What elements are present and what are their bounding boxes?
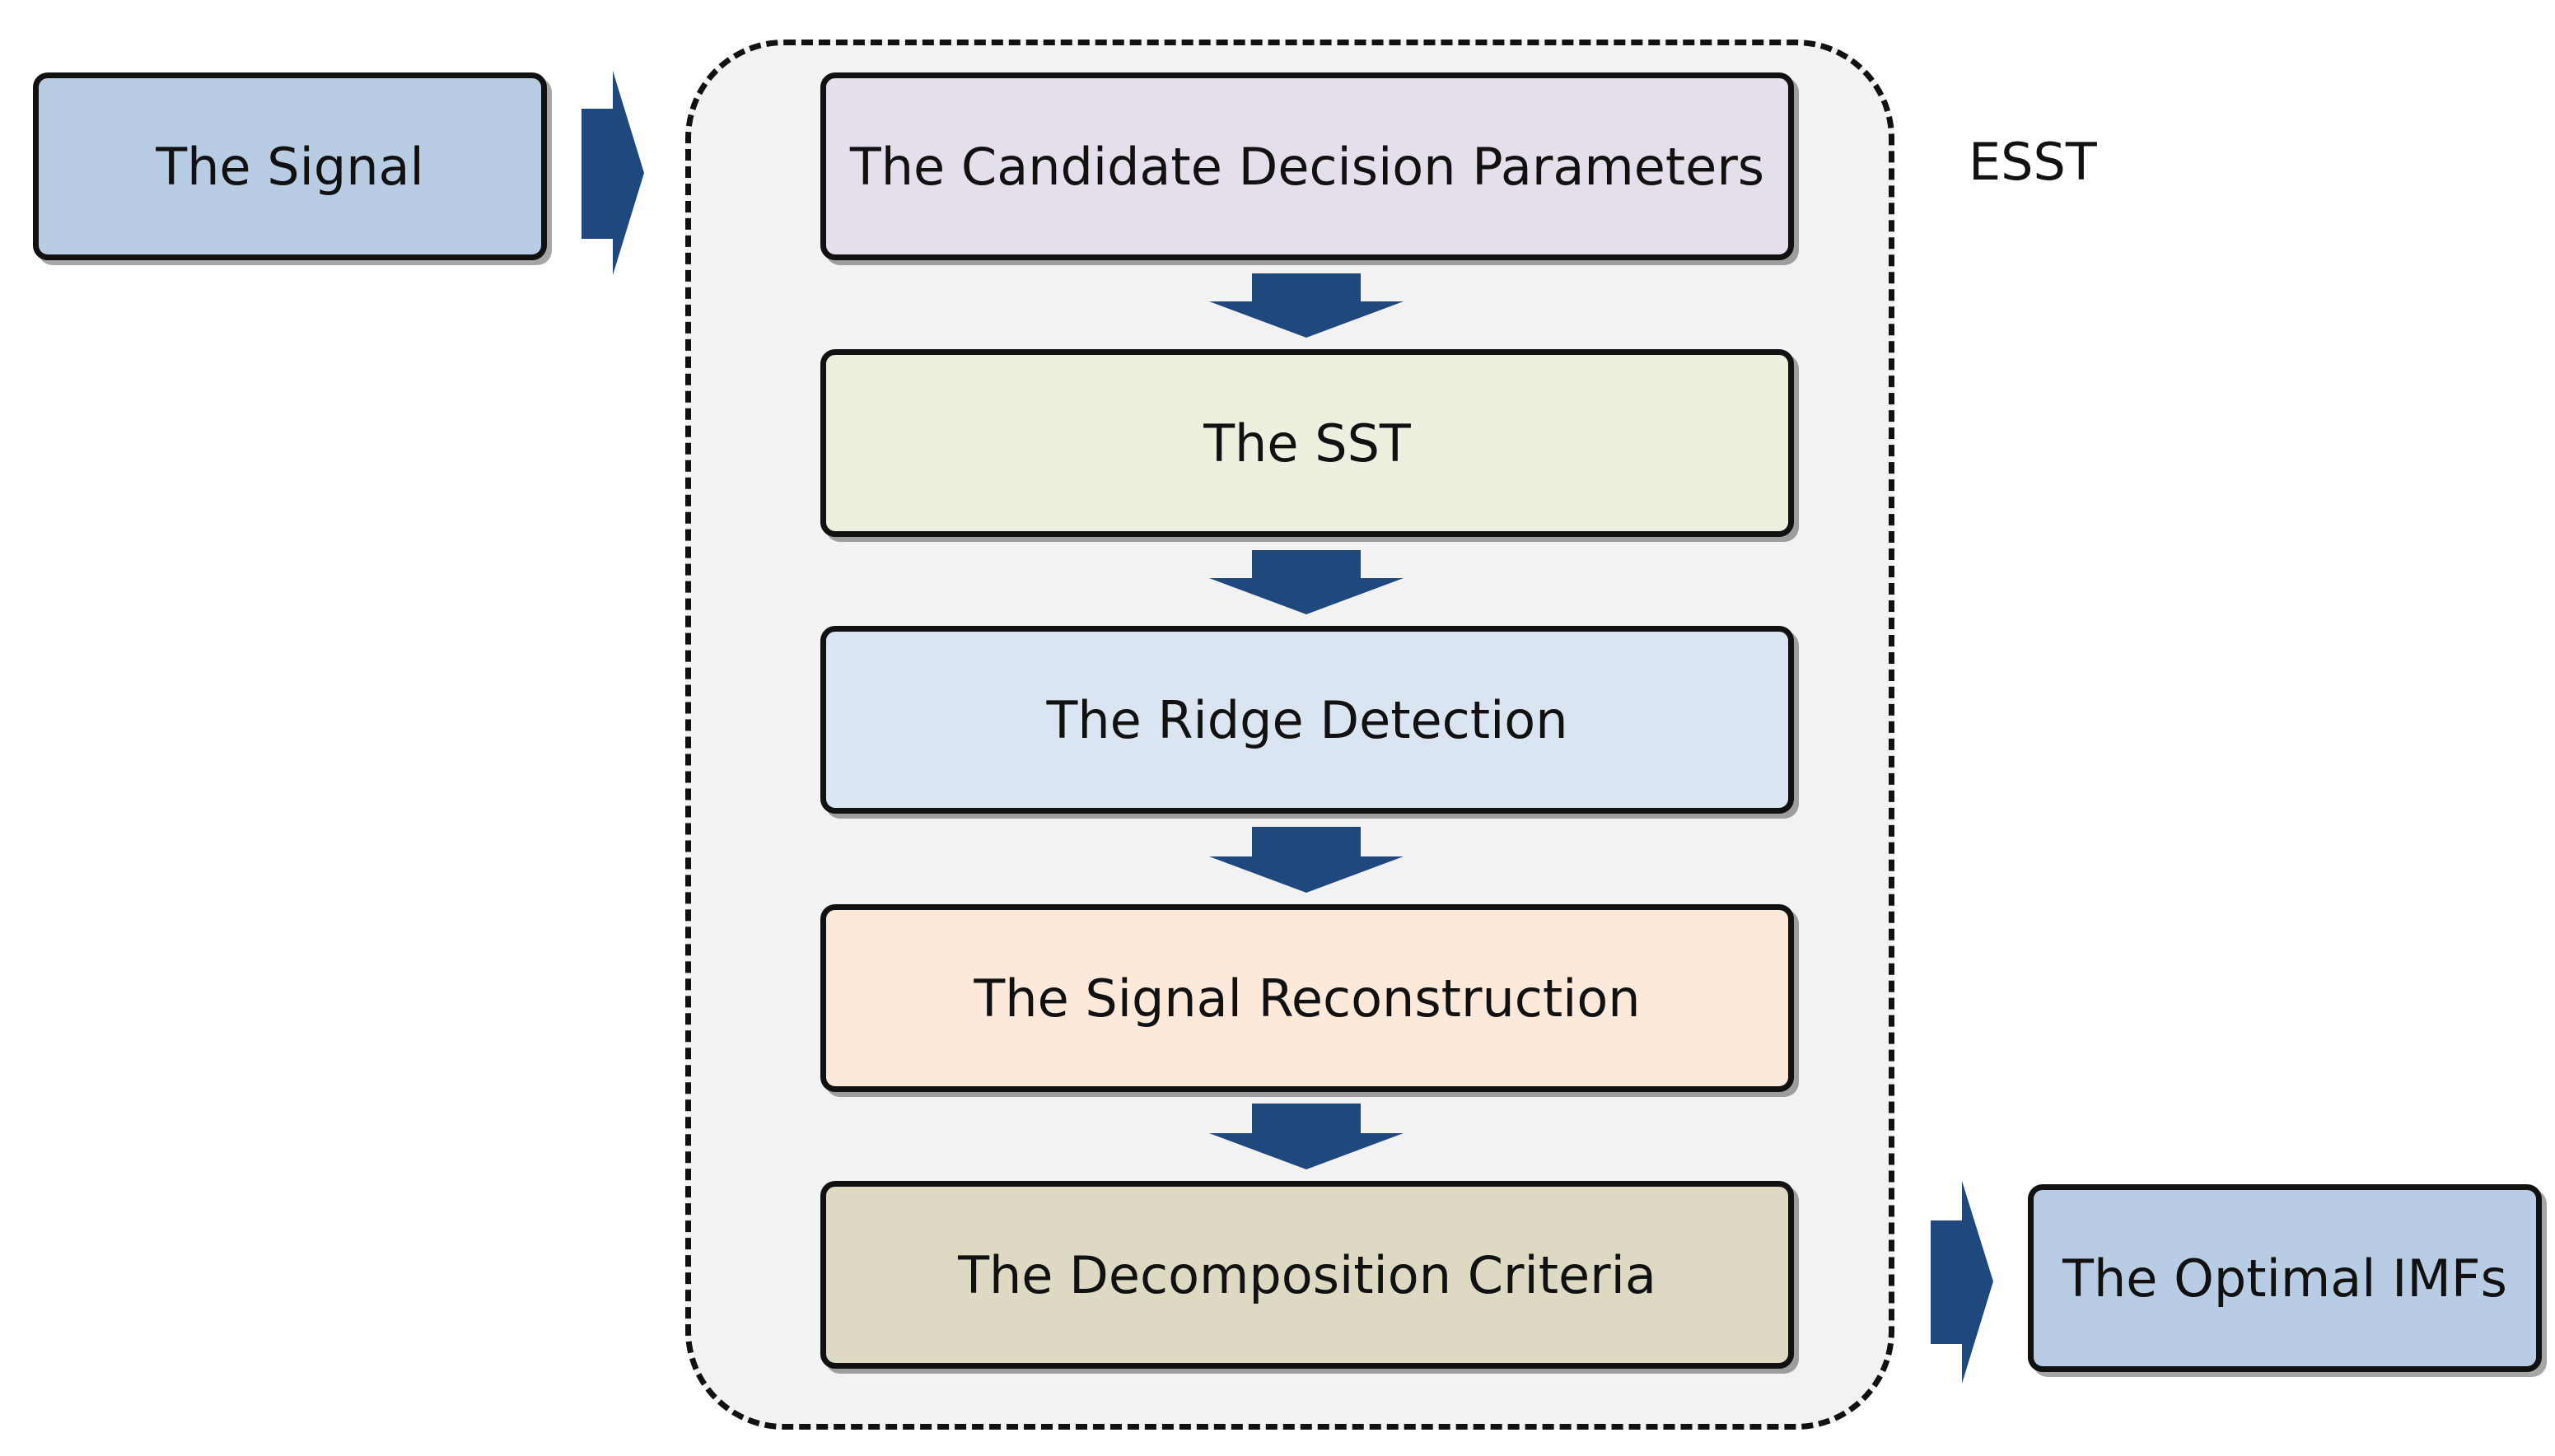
step-label: The SST <box>1203 413 1411 474</box>
output-optimal-imfs-box: The Optimal IMFs <box>2028 1184 2542 1372</box>
esst-label: ESST <box>1969 132 2097 192</box>
output-optimal-imfs-label: The Optimal IMFs <box>2062 1248 2507 1309</box>
input-signal-label: The Signal <box>156 136 424 197</box>
input-signal-box: The Signal <box>33 72 547 260</box>
step-label: The Candidate Decision Parameters <box>849 136 1765 197</box>
step-signal-reconstruction: The Signal Reconstruction <box>820 904 1794 1092</box>
step-label: The Decomposition Criteria <box>958 1244 1656 1305</box>
down-arrow-4 <box>1209 1104 1404 1169</box>
down-arrow-3 <box>1209 827 1404 893</box>
down-arrow-2 <box>1209 550 1404 614</box>
step-sst: The SST <box>820 349 1794 537</box>
step-candidate-decision-parameters: The Candidate Decision Parameters <box>820 72 1794 260</box>
output-arrow-right <box>1931 1181 1993 1384</box>
step-label: The Signal Reconstruction <box>974 968 1641 1029</box>
step-label: The Ridge Detection <box>1046 689 1568 750</box>
step-decomposition-criteria: The Decomposition Criteria <box>820 1181 1794 1369</box>
step-ridge-detection: The Ridge Detection <box>820 626 1794 814</box>
down-arrow-1 <box>1209 273 1404 338</box>
input-arrow-right <box>582 71 644 275</box>
